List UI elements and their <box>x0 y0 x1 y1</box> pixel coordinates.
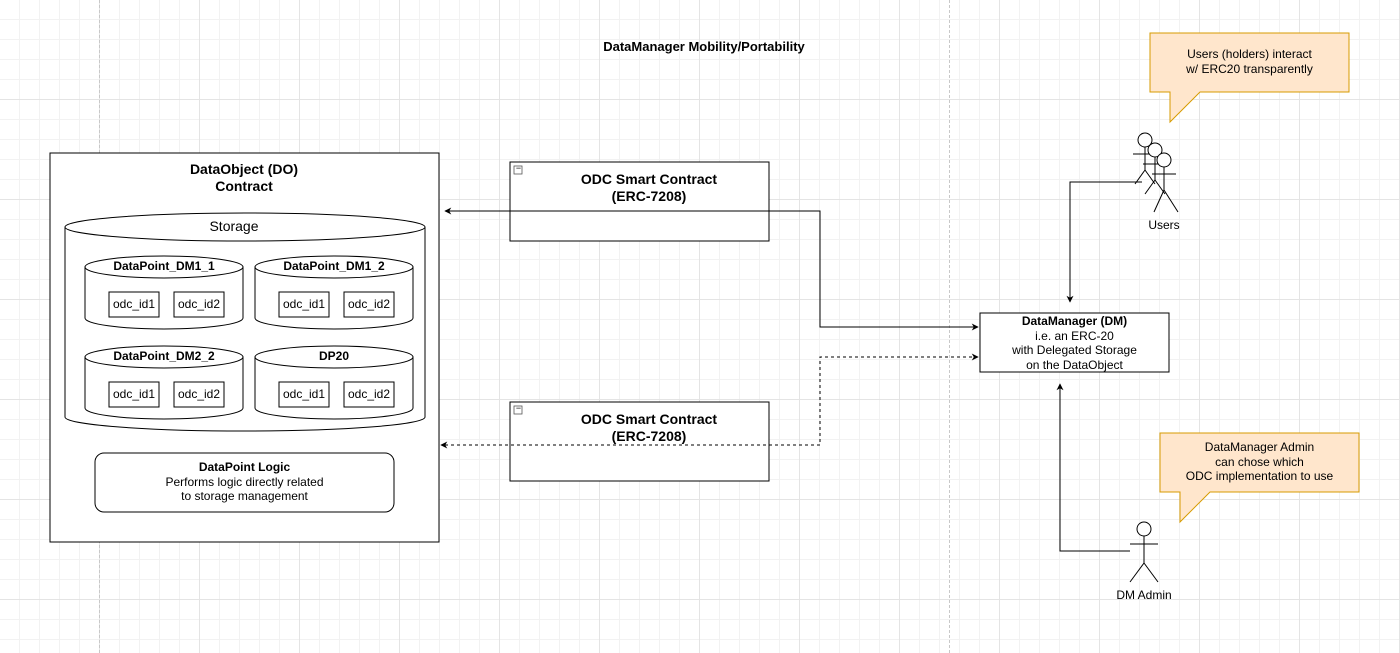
users-label: Users <box>1148 218 1180 232</box>
datapoint-logic-title: DataPoint Logic <box>198 460 291 474</box>
datapoint-name: DataPoint_DM1_2 <box>283 259 385 273</box>
datapoint-name: DataPoint_DM2_2 <box>113 349 215 363</box>
odc-id-label: odc_id2 <box>347 297 391 311</box>
connector-users-to-dm <box>1066 181 1142 303</box>
page-title: DataManager Mobility/Portability <box>603 39 805 54</box>
odc-id-label: odc_id2 <box>347 387 391 401</box>
datapoint-name: DataPoint_DM1_1 <box>113 259 215 273</box>
odc-contract-label-1: ODC Smart Contract (ERC-7208) <box>580 171 718 204</box>
odc-id-box[interactable] <box>278 291 330 318</box>
datapoint-name: DP20 <box>318 349 350 363</box>
datapoint-logic-line: to storage management <box>181 489 308 503</box>
odc-id-box[interactable] <box>343 291 395 318</box>
collapse-toggle-1[interactable] <box>513 165 523 175</box>
connector-admin-to-dm <box>1056 383 1130 552</box>
odc-id-label: odc_id2 <box>177 387 221 401</box>
data-manager-title: DataManager (DM) <box>1021 314 1128 328</box>
dm-admin-actor-icon[interactable] <box>1129 521 1159 583</box>
odc-id-box[interactable] <box>343 381 395 408</box>
datapoint-logic-box[interactable] <box>94 452 395 513</box>
odc-id-box[interactable] <box>108 291 160 318</box>
datapoint-logic-line: Performs logic directly related <box>165 474 324 489</box>
odc-id-box[interactable] <box>278 381 330 408</box>
users-callout-shape[interactable] <box>1149 32 1350 124</box>
data-manager-text: DataManager (DM) i.e. an ERC-20 with Del… <box>980 314 1169 372</box>
data-manager-box[interactable] <box>979 312 1170 373</box>
datapoint-logic-text: DataPoint Logic Performs logic directly … <box>95 460 394 504</box>
odc-contract-label-2: ODC Smart Contract (ERC-7208) <box>580 411 718 444</box>
odc-id-label: odc_id1 <box>282 297 326 311</box>
users-callout-text: Users (holders) interact w/ ERC20 transp… <box>1186 47 1313 76</box>
admin-callout-shape[interactable] <box>1159 432 1360 524</box>
collapse-glyph-2[interactable]: − <box>515 403 522 413</box>
dm-admin-label: DM Admin <box>1116 588 1172 602</box>
odc-id-label: odc_id2 <box>177 297 221 311</box>
connector-dm-to-do-dashed <box>440 353 979 449</box>
odc-id-box[interactable] <box>108 381 160 408</box>
data-object-title: DataObject (DO) Contract <box>189 161 299 194</box>
odc-id-label: odc_id1 <box>112 387 156 401</box>
storage-label: Storage <box>209 218 259 234</box>
odc-id-box[interactable] <box>173 291 225 318</box>
admin-callout-text: DataManager Admin can chose which ODC im… <box>1185 440 1334 483</box>
odc-id-label: odc_id1 <box>112 297 156 311</box>
odc-id-box[interactable] <box>173 381 225 408</box>
odc-id-label: odc_id1 <box>282 387 326 401</box>
collapse-glyph-1[interactable]: − <box>515 163 522 173</box>
users-actor-icon[interactable] <box>1133 132 1179 213</box>
connector-dm-to-do-solid <box>444 207 979 331</box>
